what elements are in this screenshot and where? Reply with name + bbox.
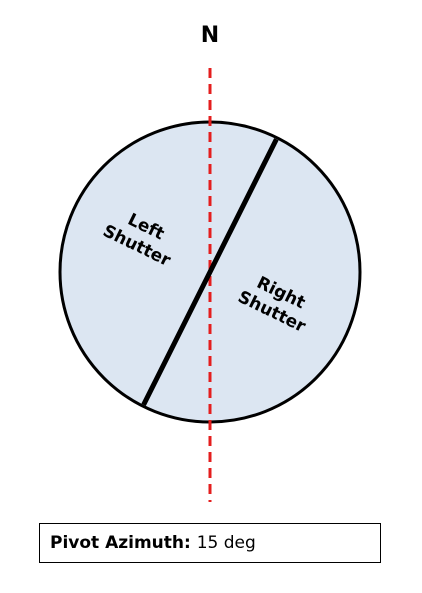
pivot-azimuth-value: 15 deg [196, 533, 256, 553]
shutter-pivot-line [141, 138, 279, 406]
north-label: N [201, 23, 219, 48]
pivot-azimuth-readout: Pivot Azimuth: 15 deg [39, 523, 381, 563]
pivot-azimuth-label: Pivot Azimuth: [50, 533, 197, 553]
